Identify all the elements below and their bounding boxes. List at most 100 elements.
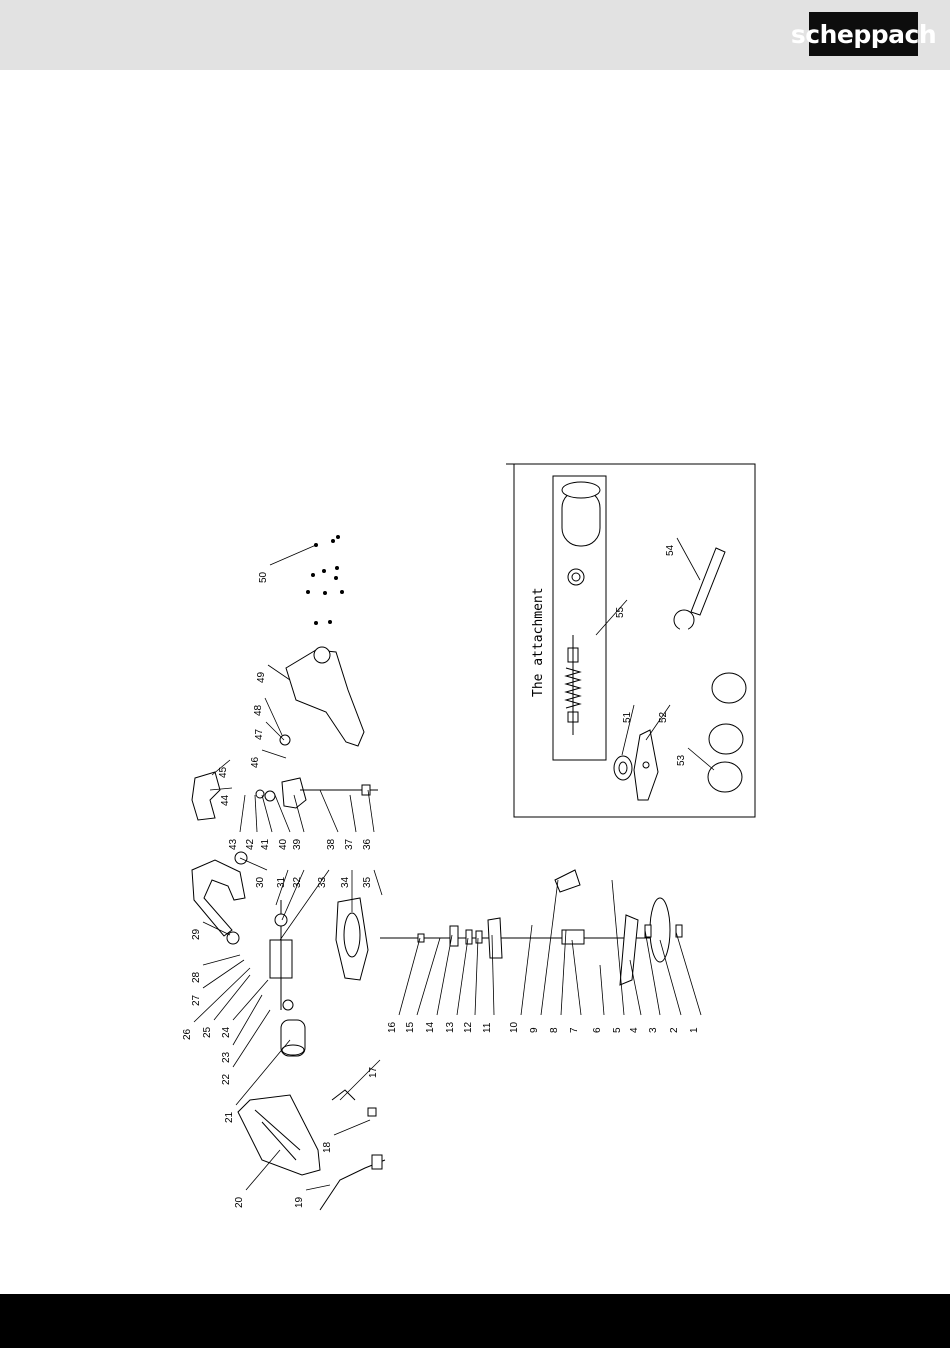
part-number-2: 2 [669, 1027, 680, 1033]
leader-line-23 [233, 995, 262, 1045]
part-number-3: 3 [648, 1027, 659, 1033]
leader-line-46 [262, 750, 286, 758]
housing-drawing [238, 1095, 320, 1175]
leader-line-15 [417, 938, 440, 1015]
part-number-26: 26 [182, 1028, 193, 1040]
page-footer [0, 1294, 950, 1348]
part-number-27: 27 [191, 994, 202, 1006]
part-number-12: 12 [463, 1021, 474, 1033]
part-number-42: 42 [245, 838, 256, 850]
part-number-19: 19 [294, 1196, 305, 1208]
part-number-13: 13 [445, 1021, 456, 1033]
part-number-6: 6 [592, 1027, 603, 1033]
leader-line-7 [572, 940, 581, 1015]
leader-line-2 [660, 940, 681, 1015]
part-number-21: 21 [224, 1111, 235, 1123]
part-number-54: 54 [665, 544, 676, 556]
leader-line-50 [270, 545, 316, 565]
attachment-title: The attachment [531, 587, 546, 697]
part-number-52: 52 [658, 711, 669, 723]
leader-line-14 [437, 935, 452, 1015]
part-number-17: 17 [368, 1066, 379, 1078]
leader-line-35 [374, 870, 382, 895]
leader-line-17 [340, 1060, 380, 1100]
disc-parts-drawing [708, 673, 746, 792]
stator-drawing [281, 1020, 305, 1056]
screws-drawing [306, 535, 344, 625]
leader-line-47 [266, 722, 284, 740]
part-number-51: 51 [622, 711, 633, 723]
part-number-55: 55 [615, 606, 626, 618]
armature-drawing [270, 900, 293, 1010]
part-number-38: 38 [326, 838, 337, 850]
leader-line-1 [676, 932, 701, 1015]
part-number-29: 29 [191, 928, 202, 940]
part-number-46: 46 [250, 756, 261, 768]
leader-line-5 [612, 880, 624, 1015]
part-number-39: 39 [292, 838, 303, 850]
flange-part-drawing [634, 730, 658, 800]
leader-line-36 [368, 790, 374, 832]
leader-line-6 [600, 965, 604, 1015]
part-number-24: 24 [221, 1026, 232, 1038]
part-number-8: 8 [549, 1027, 560, 1033]
leader-line-43 [240, 795, 245, 832]
spring-part-drawing [566, 635, 580, 735]
leader-line-22 [233, 1010, 270, 1067]
part-number-10: 10 [509, 1021, 520, 1033]
part-number-15: 15 [405, 1021, 416, 1033]
leader-line-13 [457, 938, 468, 1015]
part-number-16: 16 [387, 1021, 398, 1033]
part-number-23: 23 [221, 1051, 232, 1063]
part-number-22: 22 [221, 1073, 232, 1085]
leader-line-27 [203, 960, 244, 988]
part-number-20: 20 [234, 1196, 245, 1208]
leader-line-24 [233, 980, 268, 1020]
leader-line-9 [541, 880, 558, 1015]
part-number-48: 48 [253, 704, 264, 716]
part-number-31: 31 [276, 876, 287, 888]
part-number-50: 50 [258, 571, 269, 583]
part-number-34: 34 [340, 876, 351, 888]
part-number-1: 1 [689, 1027, 700, 1033]
part-number-40: 40 [278, 838, 289, 850]
leader-line-26 [194, 968, 250, 1022]
part-number-18: 18 [322, 1141, 333, 1153]
part-number-32: 32 [292, 876, 303, 888]
part-number-14: 14 [425, 1021, 436, 1033]
leader-line-53 [688, 748, 714, 770]
cylinder-part-drawing [562, 482, 600, 585]
part-number-7: 7 [569, 1027, 580, 1033]
part-number-45: 45 [218, 766, 229, 778]
part-number-36: 36 [362, 838, 373, 850]
part-number-35: 35 [362, 876, 373, 888]
part-number-49: 49 [256, 671, 267, 683]
leader-line-30 [240, 858, 267, 870]
leader-line-12 [475, 938, 478, 1015]
part-number-25: 25 [202, 1026, 213, 1038]
part-number-30: 30 [255, 876, 266, 888]
part-number-33: 33 [317, 876, 328, 888]
part-number-44: 44 [220, 794, 231, 806]
part-number-47: 47 [254, 728, 265, 740]
leader-line-42 [255, 795, 257, 832]
part-number-11: 11 [482, 1022, 493, 1033]
leader-line-28 [203, 955, 240, 965]
part-number-41: 41 [260, 838, 271, 850]
leader-line-19 [306, 1185, 330, 1190]
part-number-37: 37 [344, 838, 355, 850]
motor-cover-drawing [280, 647, 364, 746]
leader-line-37 [350, 795, 356, 832]
leader-line-54 [677, 538, 700, 580]
part-number-43: 43 [228, 838, 239, 850]
leader-line-16 [399, 938, 420, 1015]
part-number-9: 9 [529, 1027, 540, 1033]
part-number-4: 4 [629, 1027, 640, 1033]
shaft-parts-drawing [380, 870, 682, 985]
part-number-28: 28 [191, 971, 202, 983]
wrench-part-drawing [674, 548, 725, 634]
nut-part-drawing [614, 756, 632, 780]
leader-line-18 [334, 1120, 370, 1135]
leader-line-38 [320, 790, 338, 832]
